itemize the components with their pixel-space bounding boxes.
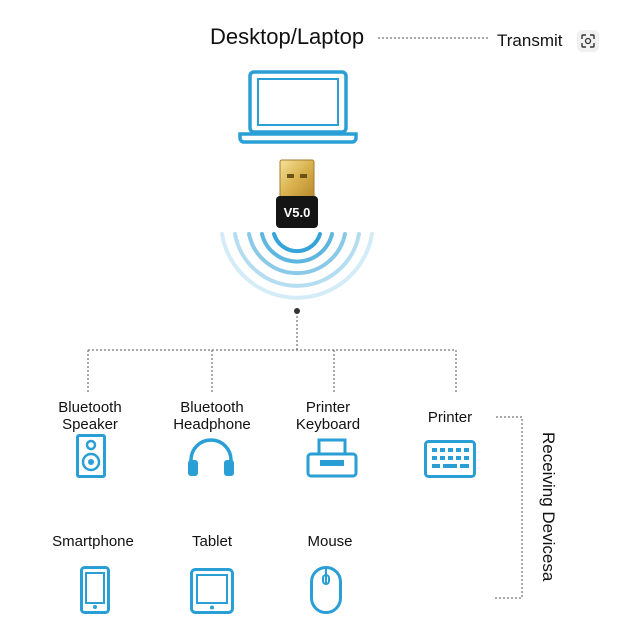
dongle-version-label: V5.0	[283, 205, 311, 220]
receiving-bracket	[494, 416, 523, 599]
speaker-icon	[76, 434, 106, 478]
receiving-devices-label: Receiving Devicesa	[539, 432, 558, 582]
printer-icon	[306, 438, 358, 478]
smartphone-icon	[80, 566, 110, 614]
usb-dongle-icon	[276, 159, 318, 228]
device-label-mouse: Mouse	[307, 533, 353, 550]
device-label-printer: Printer	[427, 409, 473, 426]
device-label-smartphone: Smartphone	[52, 533, 134, 550]
device-label-printer-keyboard: Printer Keyboard	[295, 399, 361, 433]
transmit-label: Transmit	[497, 31, 563, 50]
tablet-icon	[190, 568, 234, 614]
trunk-dot	[294, 308, 300, 314]
wireless-signal-icon	[220, 232, 374, 300]
scan-icon[interactable]	[577, 30, 599, 52]
device-label-tablet: Tablet	[191, 533, 233, 550]
keyboard-icon	[424, 440, 476, 478]
diagram-title: Desktop/Laptop	[210, 24, 365, 49]
mouse-icon	[310, 566, 342, 614]
device-label-speaker: Bluetooth Speaker	[58, 399, 122, 433]
device-label-headphone: Bluetooth Headphone	[173, 399, 251, 433]
headphone-icon	[188, 438, 234, 476]
laptop-icon	[238, 70, 358, 144]
